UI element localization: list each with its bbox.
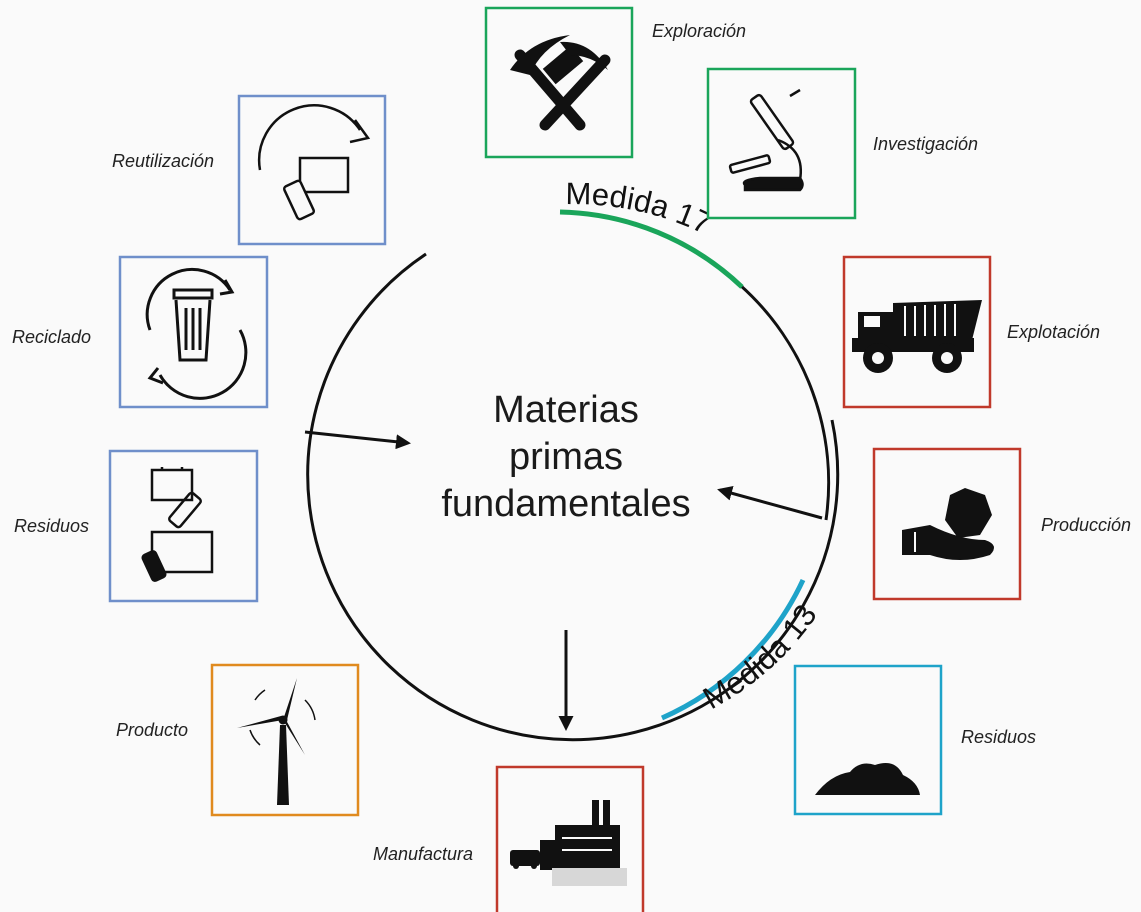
stage-residuos-mining: Residuos xyxy=(793,664,1036,816)
stage-label: Reciclado xyxy=(12,327,91,347)
stage-reutilizacion: Reutilización xyxy=(112,94,387,246)
pickaxe-hammer-icon xyxy=(510,35,611,131)
e-waste-icon xyxy=(141,467,214,582)
cycle-circle xyxy=(306,252,840,742)
stage-exploracion: Exploración xyxy=(484,6,746,159)
stage-label: Residuos xyxy=(961,727,1036,747)
stage-label: Manufactura xyxy=(373,844,473,864)
center-title-line3: fundamentales xyxy=(441,483,690,525)
stage-residuos-ewaste: Residuos xyxy=(14,449,259,603)
stage-label: Producción xyxy=(1041,515,1131,535)
recycle-bin-icon xyxy=(145,267,248,400)
stage-label: Investigación xyxy=(873,134,978,154)
measure-17-label: Medida 17 xyxy=(565,176,717,241)
stage-label: Exploración xyxy=(652,21,746,41)
center-title-line2: primas xyxy=(509,436,623,478)
factory-icon xyxy=(510,800,627,886)
stage-label: Residuos xyxy=(14,516,89,536)
stage-label: Explotación xyxy=(1007,322,1100,342)
stage-box xyxy=(108,449,259,603)
stage-label: Reutilización xyxy=(112,151,214,171)
stage-box xyxy=(872,447,1022,601)
measure-13-arc xyxy=(660,578,806,721)
stage-producto: Producto xyxy=(116,663,360,817)
mining-truck-icon xyxy=(852,300,982,373)
stage-box xyxy=(484,6,634,159)
arrow-right-to-center xyxy=(717,485,823,520)
waste-pile-icon xyxy=(815,762,920,795)
stage-produccion: Producción xyxy=(872,447,1131,601)
stage-box xyxy=(706,67,857,220)
stage-reciclado: Reciclado xyxy=(12,255,269,409)
wind-turbine-icon xyxy=(237,678,316,805)
stage-label: Producto xyxy=(116,720,188,740)
measure-17-arc xyxy=(559,209,744,289)
stage-investigacion: Investigación xyxy=(706,67,978,220)
microscope-icon xyxy=(728,88,804,192)
stage-manufactura: Manufactura xyxy=(373,765,645,912)
stage-explotacion: Explotación xyxy=(842,255,1100,409)
cycle-circle-top-right xyxy=(739,283,831,521)
reuse-devices-icon xyxy=(257,104,371,221)
measure-17-label-path: Medida 17 xyxy=(565,176,717,241)
stage-box xyxy=(237,94,387,246)
hand-ore-icon xyxy=(902,488,994,560)
arrow-left-to-center xyxy=(304,430,411,450)
center-title-line1: Materias xyxy=(493,389,639,431)
